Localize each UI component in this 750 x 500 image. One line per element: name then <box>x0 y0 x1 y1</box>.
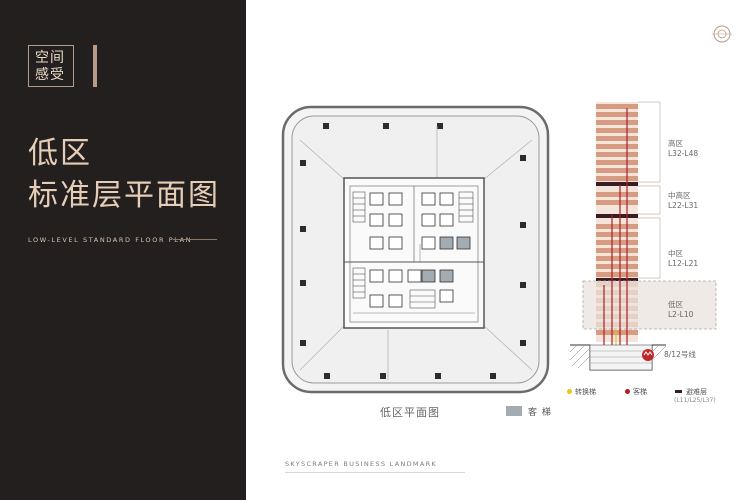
page-title-line1: 低区 <box>28 136 92 171</box>
zone-high-range: L32-L48 <box>668 149 699 158</box>
subtitle-rule <box>173 239 217 240</box>
section-tag-line1: 空间 <box>35 50 65 66</box>
refuge-floor-legend: 避难层 <box>686 388 707 396</box>
zone-high-name: 高区 <box>668 139 683 148</box>
section-passenger-legend: 客梯 <box>633 388 647 396</box>
left-panel <box>0 0 246 500</box>
tower-section <box>569 101 717 371</box>
metro-line-label: 8/12号线 <box>664 350 696 359</box>
zone-mid-name: 中区 <box>668 249 683 258</box>
zone-mid-high: 中高区 L22-L31 <box>668 191 698 211</box>
floor-plan <box>281 105 550 394</box>
footer-tagline: SKYSCRAPER BUSINESS LANDMARK <box>285 460 437 468</box>
transfer-elevator-legend: 转换梯 <box>575 388 596 396</box>
zone-mid-high-name: 中高区 <box>668 191 691 200</box>
section-tag-bar <box>93 45 97 87</box>
zone-mid-range: L12-L21 <box>668 259 699 268</box>
footer-rule <box>285 472 465 473</box>
transfer-elevator-dot <box>567 389 572 394</box>
zone-low-range: L2-L10 <box>668 310 694 319</box>
page-subtitle-en: LOW-LEVEL STANDARD FLOOR PLAN <box>28 236 193 244</box>
zone-mid-high-range: L22-L31 <box>668 201 699 210</box>
brand-logo-icon <box>712 25 732 43</box>
passenger-elevator-swatch <box>506 406 522 416</box>
section-tag-line2: 感受 <box>35 67 65 83</box>
passenger-elevator-legend: 客 梯 <box>528 408 552 418</box>
passenger-elevators-highlight <box>421 236 471 283</box>
passenger-elevator-dot <box>625 389 630 394</box>
refuge-floors <box>596 182 638 281</box>
zone-mid: 中区 L12-L21 <box>668 249 698 269</box>
zone-high: 高区 L32-L48 <box>668 139 698 159</box>
section-tag: 空间 感受 <box>28 45 74 87</box>
columns <box>300 123 526 379</box>
page-title-line2: 标准层平面图 <box>28 178 220 213</box>
floor-plan-caption: 低区平面图 <box>380 406 440 419</box>
refuge-floor-swatch <box>675 390 682 393</box>
stair-cores <box>352 191 474 309</box>
elevator-cabins <box>369 192 454 308</box>
zone-low: 低区 L2-L10 <box>668 300 693 320</box>
zone-low-name: 低区 <box>668 300 683 309</box>
refuge-floor-list: (L11/L25/L37) <box>674 397 716 404</box>
